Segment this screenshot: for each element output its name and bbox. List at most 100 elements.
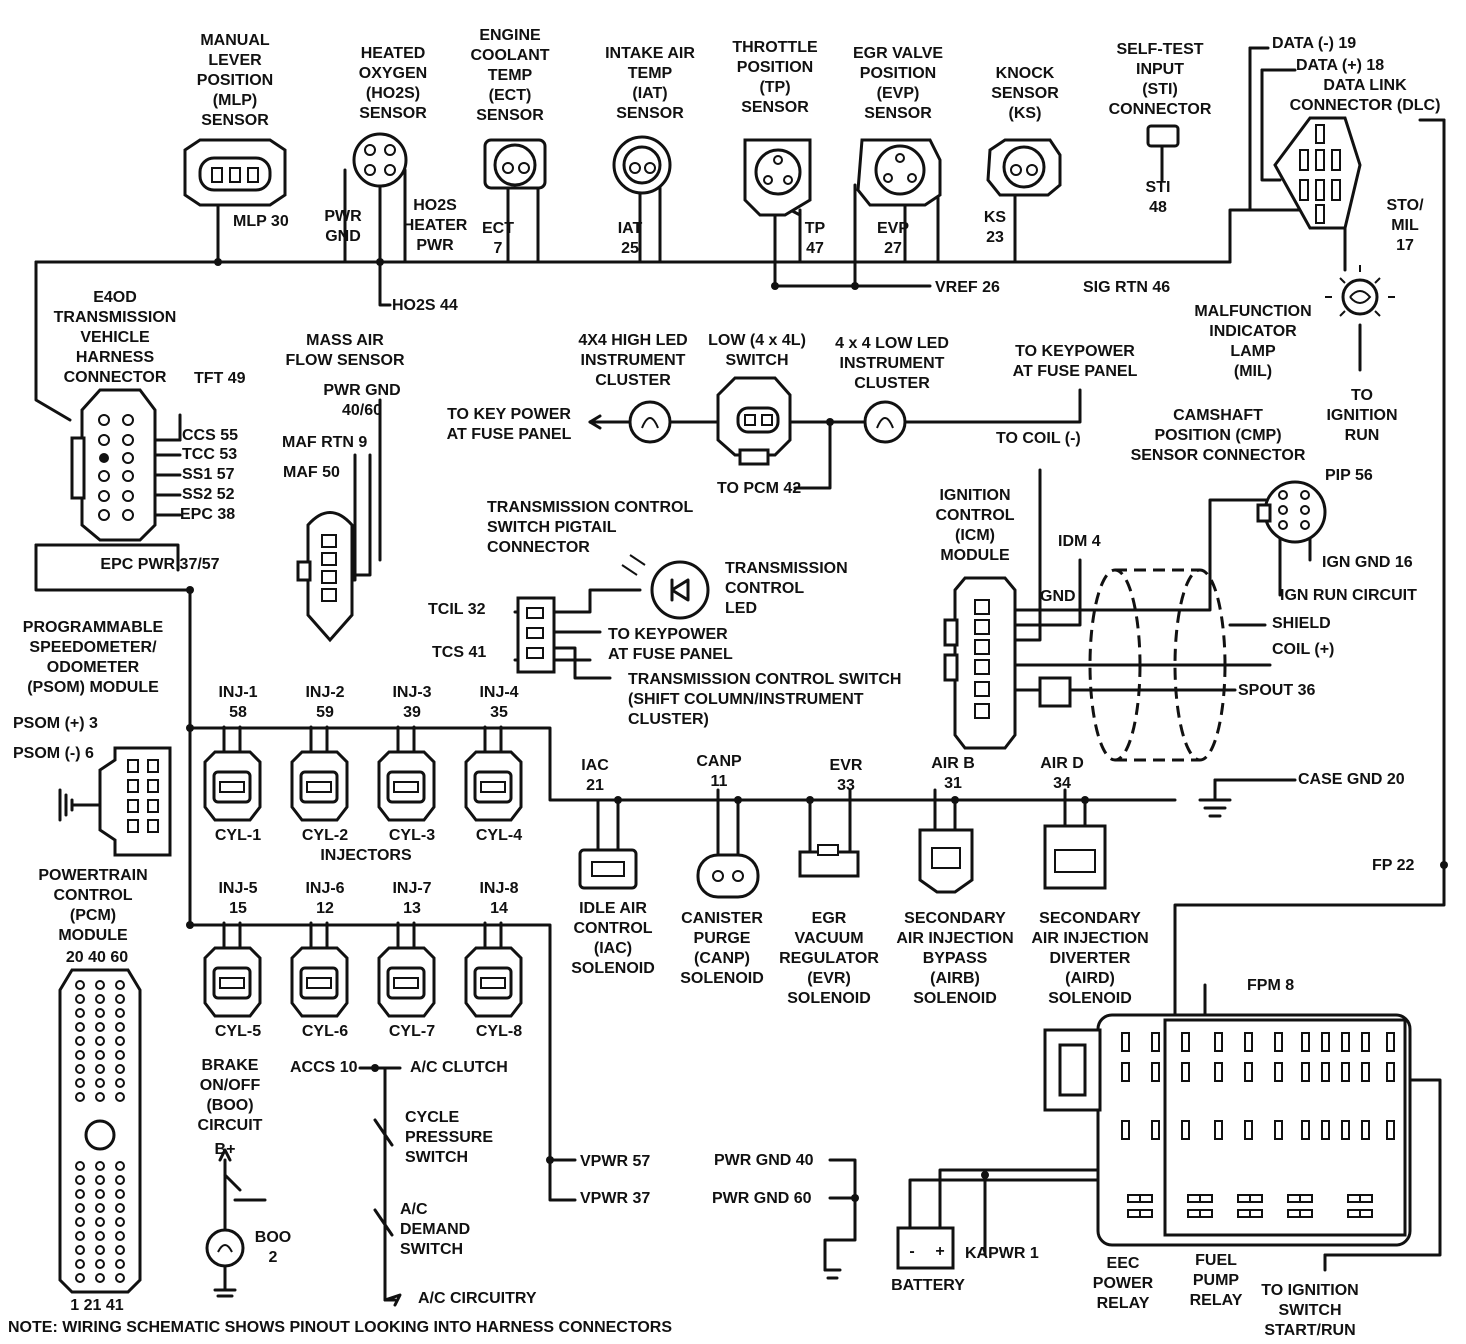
airb-solenoid: [918, 828, 974, 894]
pcm-connector: [58, 968, 142, 1294]
sti-connector: [1146, 124, 1180, 148]
injector-name-label: INJ-8: [479, 880, 518, 897]
label-vref-26: VREF 26: [935, 279, 1000, 296]
injector-symbols: [203, 725, 523, 1018]
label-gnd: GND: [1040, 588, 1076, 605]
label-vpwr-37: VPWR 37: [580, 1190, 650, 1207]
injector-name-label: INJ-6: [305, 880, 344, 897]
injector-cyl-label: CYL-6: [302, 1023, 348, 1040]
tp-sensor-connector: [743, 138, 812, 217]
injector-cyl-label: CYL-4: [476, 827, 522, 844]
injector-pin-label: 14: [490, 900, 508, 917]
injector-name-label: INJ-1: [218, 684, 257, 701]
label-kapwr-1: KAPWR 1: [965, 1245, 1039, 1262]
injector-cyl-4: [464, 725, 523, 822]
wires: [34, 46, 1446, 1302]
evr-solenoid: [798, 844, 860, 878]
injector-cyl-label: CYL-7: [389, 1023, 435, 1040]
4x4-low-led: [863, 400, 907, 444]
injector-cyl-1: [203, 725, 262, 822]
injector-pin-label: 35: [490, 704, 508, 721]
label-b-plus: B+: [215, 1141, 236, 1158]
label-tcc-53: TCC 53: [182, 446, 237, 463]
injector-name-label: INJ-4: [479, 684, 518, 701]
injector-pin-label: 39: [403, 704, 421, 721]
tcs-pigtail-connector: [516, 596, 556, 674]
label-epc-pwr: EPC PWR 37/57: [100, 556, 219, 573]
injector-cyl-6: [290, 921, 349, 1018]
label-fpm-8: FPM 8: [1247, 977, 1294, 994]
label-ac-clutch: A/C CLUTCH: [410, 1059, 508, 1076]
label-ss1-57: SS1 57: [182, 466, 235, 483]
label-epc-38: EPC 38: [180, 506, 235, 523]
label-psom-neg: PSOM (-) 6: [13, 745, 94, 762]
label-mlp-30: MLP 30: [233, 213, 289, 230]
injector-pin-label: 58: [229, 704, 247, 721]
injector-cyl-5: [203, 921, 262, 1018]
injector-cyl-3: [377, 725, 436, 822]
label-pwr-gnd-40: PWR GND 40: [714, 1152, 814, 1169]
label-battery-pos: +: [935, 1243, 944, 1260]
label-vpwr-57: VPWR 57: [580, 1153, 650, 1170]
label-accs-10: ACCS 10: [290, 1059, 358, 1076]
injector-cyl-2: [290, 725, 349, 822]
label-low-switch: LOW (4 x 4L)SWITCH: [708, 332, 806, 369]
label-ac-circuitry: A/C CIRCUITRY: [418, 1290, 537, 1307]
label-ss2-52: SS2 52: [182, 486, 235, 503]
dlc-connector: [1273, 116, 1362, 230]
injector-cyl-label: CYL-5: [215, 1023, 261, 1040]
ac-switches: [373, 1118, 402, 1307]
shielded-cable: [1088, 568, 1227, 762]
brake-lamp: [205, 1148, 245, 1298]
label-fp-22: FP 22: [1372, 857, 1415, 874]
4x4-high-led: [588, 400, 672, 444]
label-dlc-data-pos: DATA (+) 18: [1296, 57, 1384, 74]
injector-cyl-8: [464, 921, 523, 1018]
label-battery: BATTERY: [891, 1277, 965, 1294]
label-ccs-55: CCS 55: [182, 427, 238, 444]
e4od-harness-connector: [70, 388, 157, 542]
label-maf-rtn-9: MAF RTN 9: [282, 434, 367, 451]
splice-dots: [186, 258, 1448, 1202]
injector-cyl-7: [377, 921, 436, 1018]
label-pcm-top-pins: 20 40 60: [66, 949, 128, 966]
label-spout-36: SPOUT 36: [1238, 682, 1315, 699]
label-ign-run-circuit: IGN RUN CIRCUIT: [1280, 587, 1417, 604]
injector-cyl-label: CYL-2: [302, 827, 348, 844]
battery: [823, 1226, 955, 1280]
evp-sensor-connector: [856, 138, 942, 207]
